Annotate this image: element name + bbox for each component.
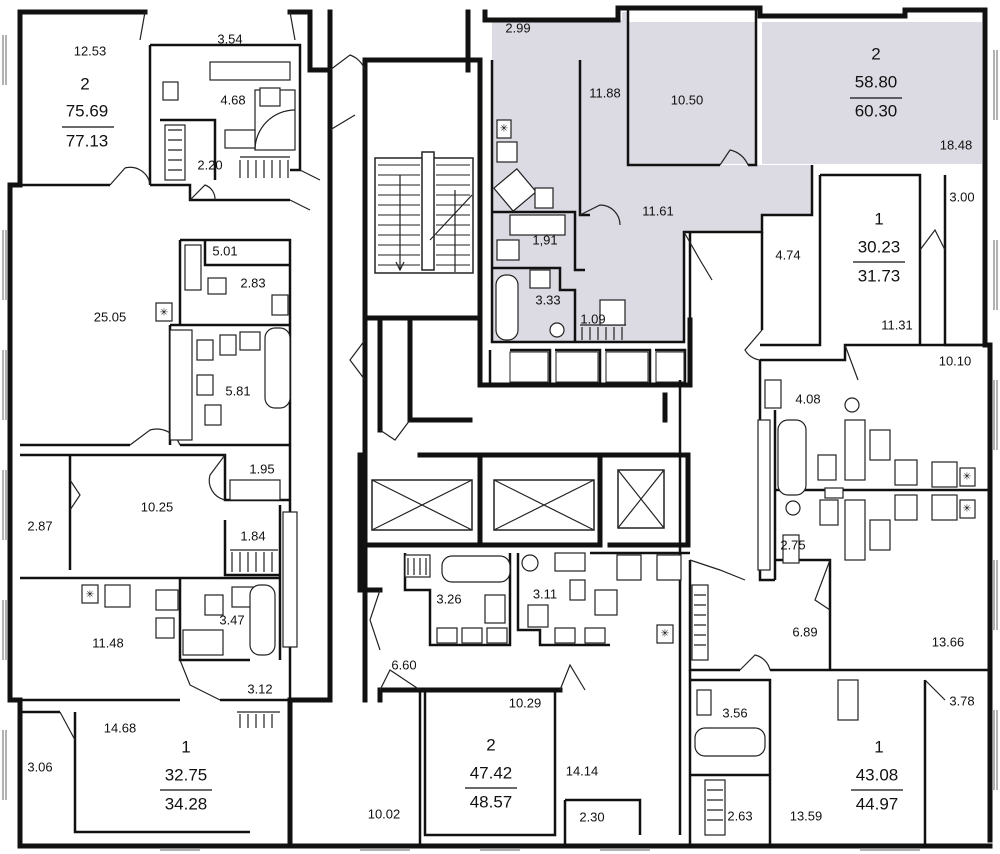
room-area: 2.63 — [727, 808, 752, 823]
room-area: 3.33 — [535, 292, 560, 307]
room-area: 2.83 — [240, 275, 265, 290]
apartment-summary: 2 58.80 60.30 — [850, 44, 902, 120]
room-area: 3.78 — [949, 693, 974, 708]
room-area: 3.12 — [247, 681, 272, 696]
windows — [2, 35, 998, 851]
apartment-living-area: 58.80 — [855, 72, 898, 91]
room-area: 2.87 — [27, 518, 52, 533]
apartment-rooms: 1 — [874, 737, 883, 756]
apartment-total-area: 31.73 — [858, 266, 901, 285]
left-interior-walls — [20, 43, 302, 834]
room-area: 2.20 — [197, 157, 222, 172]
stair-core — [362, 57, 693, 703]
apartment-total-area: 44.97 — [856, 794, 899, 813]
apartment-total-area: 48.57 — [470, 792, 513, 811]
highlighted-apartment — [492, 12, 982, 342]
apartment-summary: 2 75.69 77.13 — [62, 74, 114, 150]
apartment-living-area: 30.23 — [858, 237, 901, 256]
room-area: 3.54 — [217, 31, 242, 46]
stair-treads — [378, 164, 470, 266]
apartment-rooms: 2 — [486, 735, 495, 754]
svg-text:✳: ✳ — [963, 472, 971, 483]
apartment-living-area: 43.08 — [856, 765, 899, 784]
apartment-rooms: 1 — [874, 209, 883, 228]
room-area: 11.48 — [92, 635, 124, 650]
room-area: 14.14 — [566, 763, 599, 778]
apartment-living-area: 47.42 — [470, 763, 513, 782]
room-area: 11.88 — [589, 85, 621, 100]
room-area: 6.89 — [792, 624, 817, 639]
apartment-summary: 1 30.23 31.73 — [853, 209, 905, 285]
room-area: 25.05 — [94, 309, 127, 324]
middle-top-walls — [488, 10, 814, 385]
room-area: 3.47 — [219, 612, 244, 627]
apartment-rooms: 2 — [80, 74, 89, 93]
room-area: 4.08 — [795, 391, 820, 406]
apartment-summary: 1 32.75 34.28 — [160, 737, 212, 813]
svg-text:✳: ✳ — [160, 308, 168, 319]
room-area: 12.53 — [74, 43, 107, 58]
apartment-rooms: 1 — [181, 737, 190, 756]
room-area: 2.99 — [505, 20, 530, 35]
fixtures: ✳ ✳ ✳ — [81, 61, 976, 836]
room-area: 18.48 — [940, 137, 973, 152]
room-area: 1,91 — [532, 232, 557, 247]
room-area: 1.95 — [249, 461, 274, 476]
room-area: 10.02 — [368, 806, 401, 821]
apartment-labels: 2 75.69 77.13 2 58.80 60.30 1 30.23 31.7… — [62, 44, 905, 813]
svg-text:✳: ✳ — [86, 590, 94, 601]
apartment-rooms: 2 — [871, 44, 880, 63]
room-labels: 12.53 3.54 4.68 2.20 25.05 5.01 2.83 5.8… — [27, 20, 974, 824]
room-area: 5.81 — [225, 383, 250, 398]
room-area: 10.25 — [141, 499, 174, 514]
room-area: 2.30 — [579, 809, 604, 824]
room-area: 2.75 — [780, 537, 805, 552]
room-area: 3.00 — [949, 189, 974, 204]
apartment-total-area: 60.30 — [855, 101, 898, 120]
apartment-summary: 1 43.08 44.97 — [851, 737, 903, 813]
room-area: 5.01 — [212, 243, 237, 258]
room-area: 14.68 — [104, 720, 137, 735]
apartment-living-area: 32.75 — [165, 765, 208, 784]
room-area: 3.26 — [436, 591, 461, 606]
room-area: 13.59 — [790, 808, 823, 823]
room-area: 1.84 — [240, 528, 265, 543]
room-area: 10.10 — [939, 353, 972, 368]
door-swings — [59, 11, 946, 741]
apartment-summary: 2 47.42 48.57 — [465, 735, 517, 811]
room-area: 3.06 — [27, 759, 52, 774]
room-area: 3.56 — [722, 705, 747, 720]
apartment-total-area: 77.13 — [66, 131, 109, 150]
svg-text:✳: ✳ — [963, 504, 971, 515]
middle-bottom-walls — [403, 380, 690, 846]
room-area: 11.31 — [881, 317, 913, 332]
apartment-total-area: 34.28 — [165, 794, 208, 813]
room-area: 13.66 — [932, 634, 965, 649]
room-area: 1.09 — [580, 311, 605, 326]
svg-text:✳: ✳ — [661, 629, 669, 640]
room-area: 4.74 — [775, 247, 800, 262]
svg-text:✳: ✳ — [500, 124, 508, 135]
room-area: 10.50 — [671, 92, 704, 107]
room-area: 4.68 — [220, 92, 245, 107]
room-area: 6.60 — [391, 657, 416, 672]
room-area: 11.61 — [642, 203, 674, 218]
apartment-living-area: 75.69 — [66, 101, 109, 120]
room-area: 10.29 — [509, 695, 542, 710]
elevator-block — [357, 452, 691, 593]
room-area: 3.11 — [533, 586, 557, 601]
